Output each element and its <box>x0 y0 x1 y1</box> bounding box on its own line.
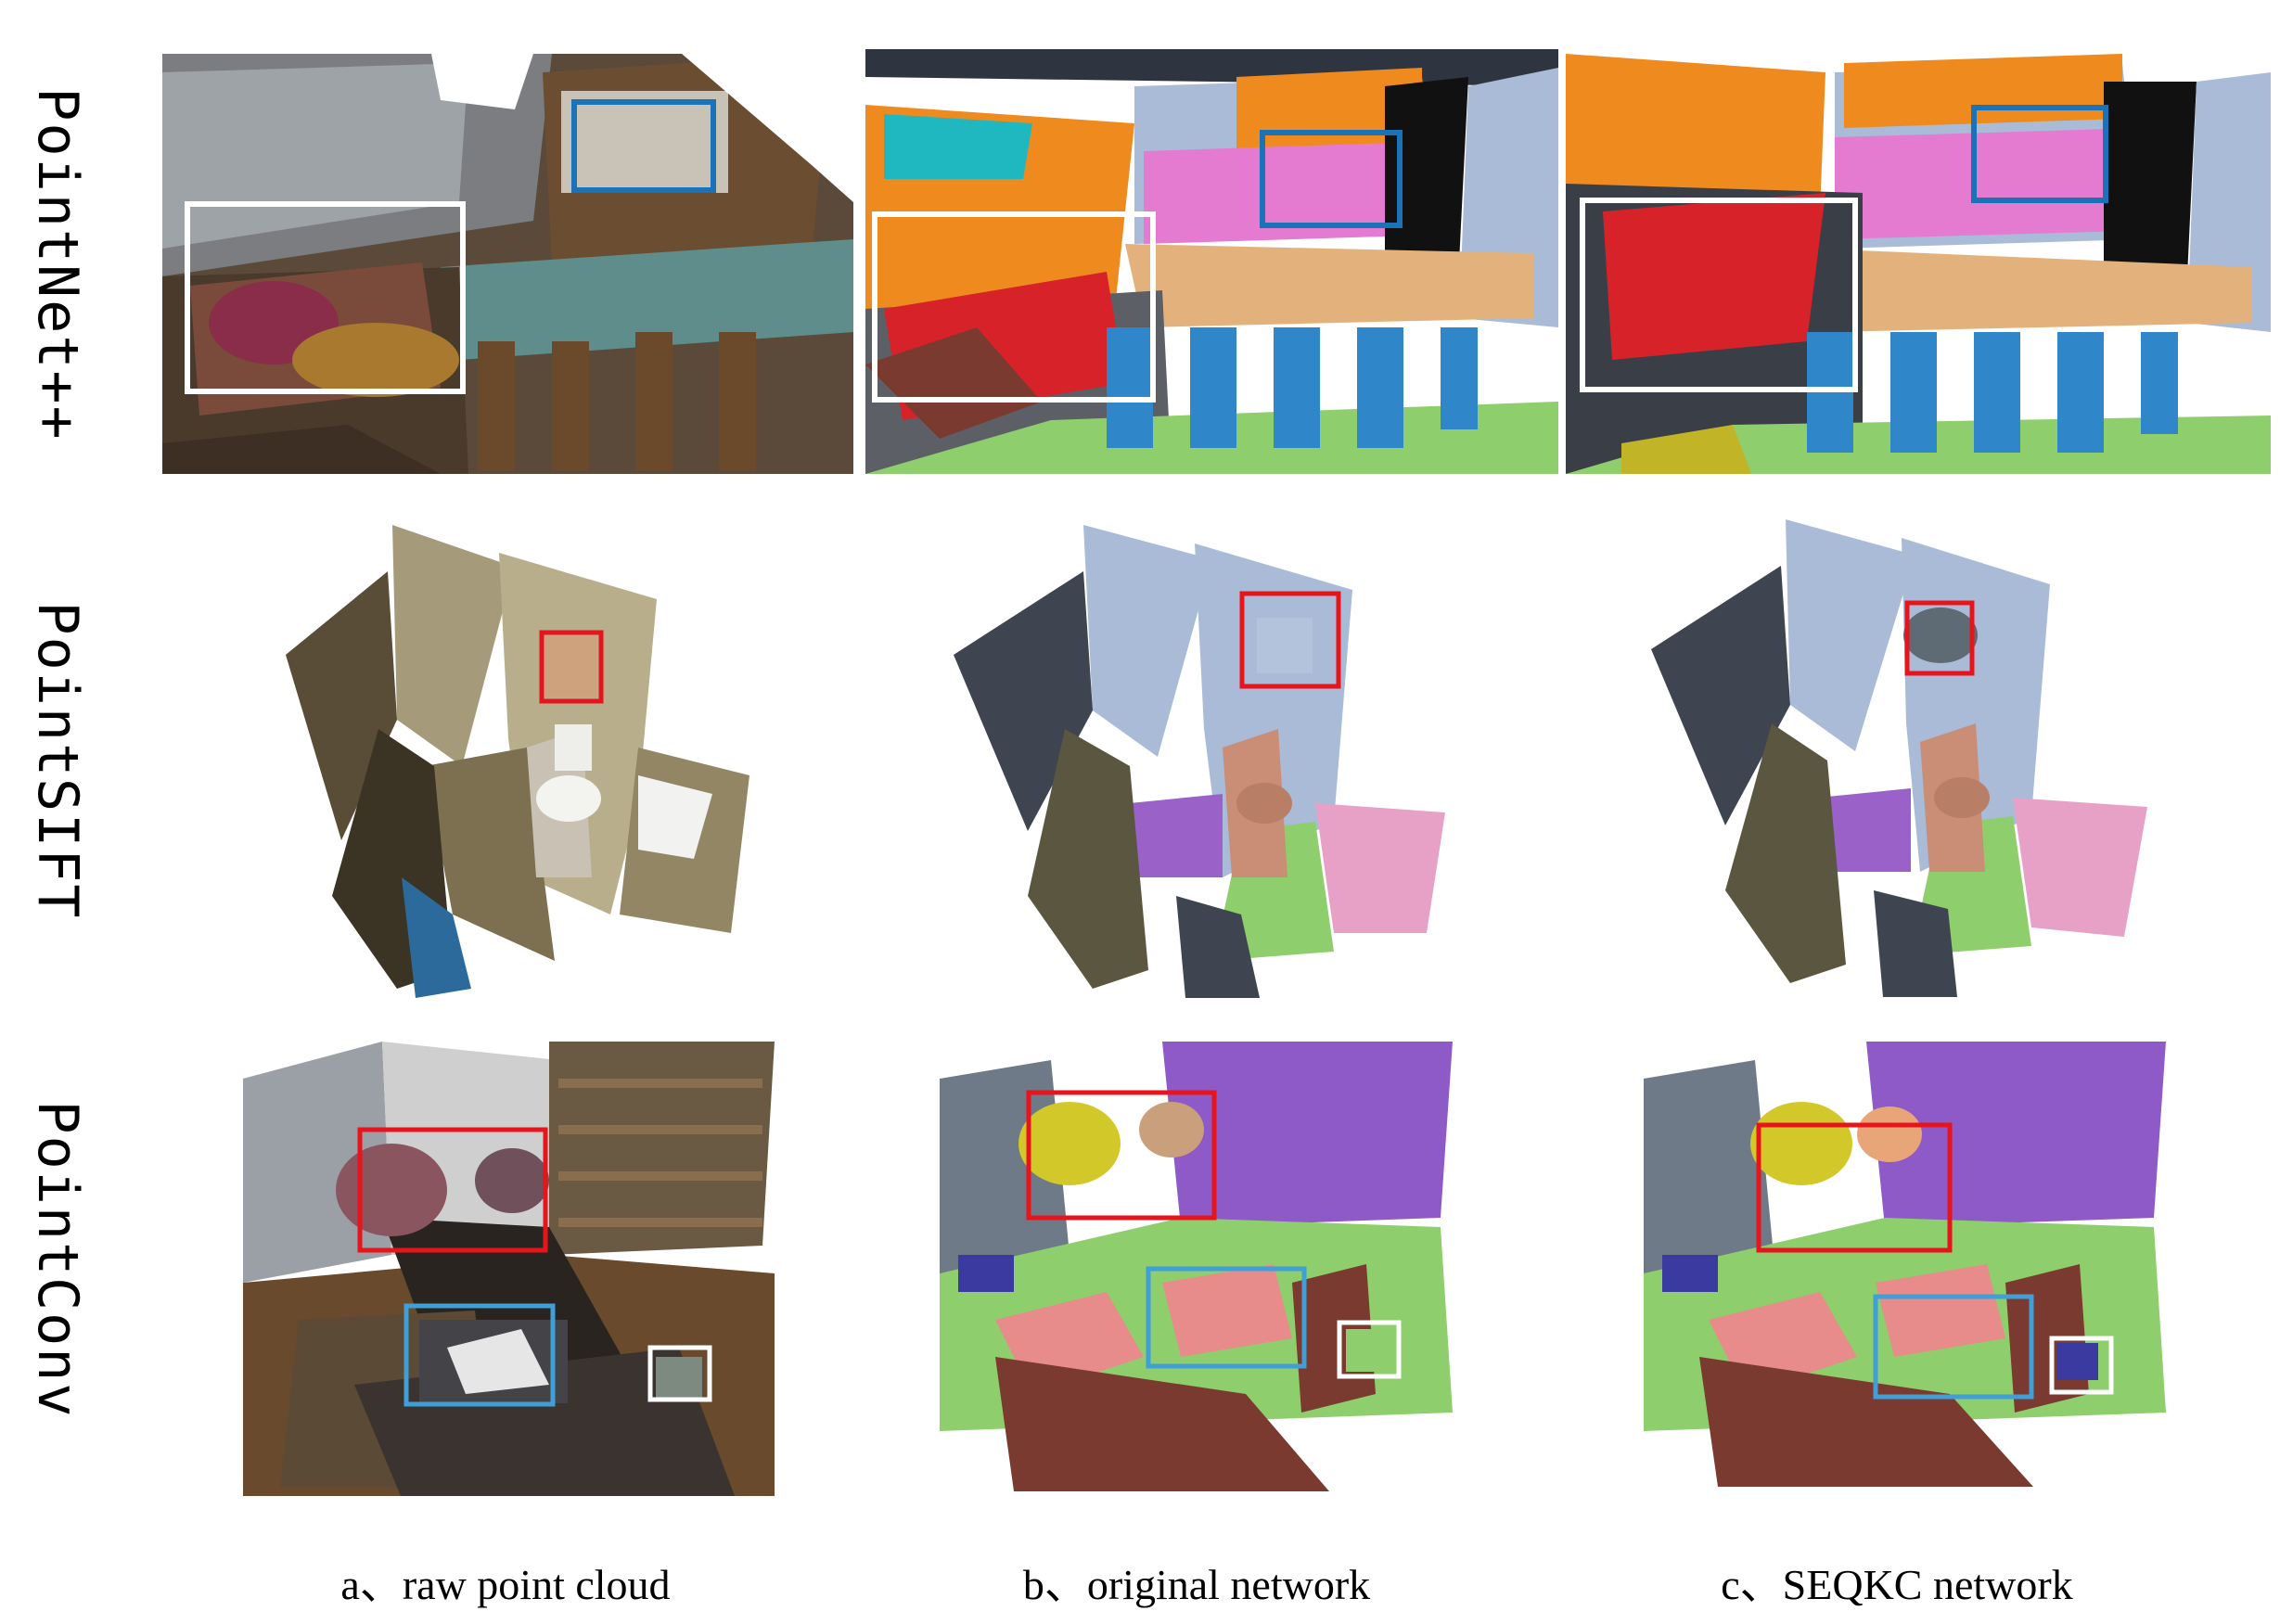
highlight-box-red <box>1239 591 1341 689</box>
row-label-pointsift: PointSIFT <box>25 601 90 920</box>
highlight-box-white <box>185 201 466 394</box>
highlight-box-lightblue <box>1873 1294 2034 1400</box>
panel-pointnet-original <box>865 49 1558 474</box>
highlight-box-white <box>1580 198 1858 392</box>
caption-raw-point-cloud: a、raw point cloud <box>340 1561 671 1608</box>
highlight-box-white <box>647 1345 712 1402</box>
panel-pointsift-seqkc <box>1642 519 2171 997</box>
highlight-box-red <box>357 1127 548 1253</box>
highlight-box-lightblue <box>403 1303 556 1407</box>
highlight-box-blue <box>571 99 716 193</box>
highlight-box-red <box>1904 600 1975 676</box>
panel-pointnet-raw <box>162 54 853 474</box>
highlight-box-blue <box>1260 130 1403 228</box>
highlight-box-red <box>539 630 604 704</box>
highlight-box-white <box>1337 1320 1402 1379</box>
panel-pointconv-seqkc <box>1644 1042 2166 1487</box>
highlight-box-white <box>2049 1336 2114 1395</box>
panel-pointnet-seqkc <box>1566 54 2271 474</box>
panel-pointconv-raw <box>243 1042 775 1496</box>
row-label-pointnet: PointNet++ <box>25 87 90 441</box>
row-label-pointconv: PointConv <box>25 1100 90 1419</box>
caption-seqkc-network: c、SEQKC network <box>1721 1561 2073 1608</box>
highlight-box-blue <box>1971 105 2108 203</box>
highlight-box-white <box>872 211 1156 403</box>
panel-pointsift-raw <box>249 525 777 998</box>
highlight-box-red <box>1026 1090 1217 1221</box>
caption-original-network: b、original network <box>1022 1561 1371 1608</box>
highlight-box-red <box>1756 1122 1953 1253</box>
panel-pointconv-original <box>940 1042 1453 1491</box>
panel-pointsift-original <box>944 525 1459 998</box>
highlight-box-lightblue <box>1146 1266 1307 1369</box>
